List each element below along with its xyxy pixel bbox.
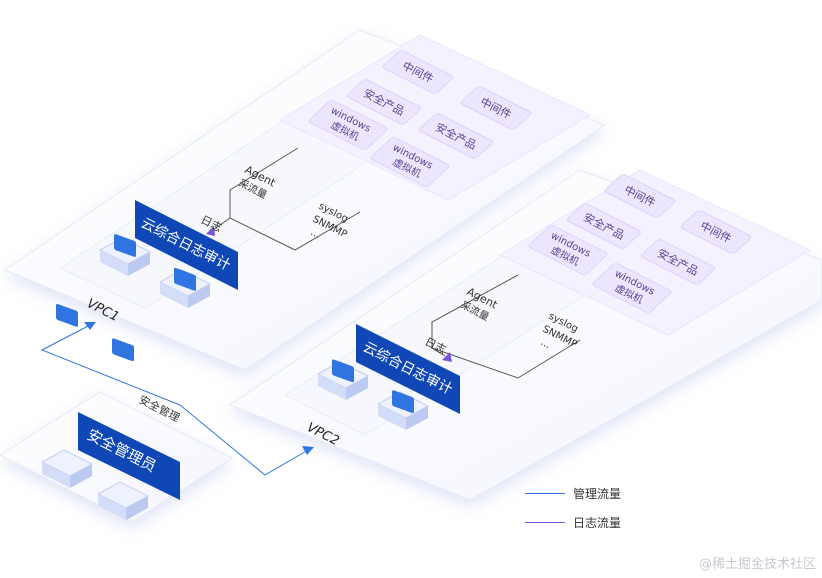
- vpc2-tiles: 中间件 安全产品 windows 虚拟机 中间件 安全产品 windows: [528, 174, 752, 314]
- admin-server-1[interactable]: [40, 303, 94, 488]
- vpc1-zone: 中间件 安全产品 windows 虚拟机 中间件 安全产品 windows: [3, 29, 607, 371]
- legend-line-management: [525, 493, 565, 494]
- vpc1-server-2[interactable]: [158, 267, 212, 308]
- vpc1-tile-security-2[interactable]: [418, 113, 494, 159]
- management-line-vpc2: [179, 404, 309, 476]
- legend-label-management: 管理流量: [573, 487, 622, 501]
- vpc2-server-1[interactable]: [316, 359, 370, 400]
- management-flow: [40, 322, 314, 476]
- vpc2-tile-security-2[interactable]: [640, 239, 716, 285]
- vpc2-tile-security-1[interactable]: [566, 203, 642, 249]
- vpc2-log-connectors: [431, 274, 581, 379]
- vpc1-server-1[interactable]: [98, 233, 152, 276]
- legend-log: 日志流量: [525, 514, 621, 531]
- vpc2-zone: 中间件 安全产品 windows 虚拟机 中间件 安全产品 windows: [228, 169, 822, 501]
- vpc2-server-2[interactable]: [376, 390, 430, 430]
- admin-zone: 安全管理员: [0, 303, 234, 523]
- vpc1-tile-windows-1[interactable]: [308, 100, 388, 151]
- legend-line-log: [525, 522, 565, 523]
- vpc1-syslog-label-3: ...: [309, 227, 323, 241]
- vpc2-tile-windows-1[interactable]: [528, 225, 608, 276]
- admin-server-2[interactable]: [96, 338, 150, 520]
- management-line-vpc1: [40, 324, 181, 406]
- vpc1-tile-middleware-2[interactable]: [460, 86, 532, 131]
- vpc1-tile-security-1[interactable]: [346, 79, 422, 125]
- vpc2-syslog-label-3: ...: [539, 337, 553, 351]
- legend-management: 管理流量: [525, 485, 621, 502]
- vpc2-tile-middleware-1[interactable]: [604, 174, 676, 219]
- watermark: @稀土掘金技术社区: [698, 557, 816, 572]
- vpc1-tile-windows-2[interactable]: [370, 137, 450, 188]
- vpc1-tile-middleware-1[interactable]: [382, 50, 454, 95]
- legend-label-log: 日志流量: [573, 516, 622, 530]
- vpc2-tile-windows-2[interactable]: [592, 263, 672, 314]
- vpc1-log-connectors: [206, 147, 361, 251]
- vpc2-tile-middleware-2[interactable]: [680, 210, 752, 255]
